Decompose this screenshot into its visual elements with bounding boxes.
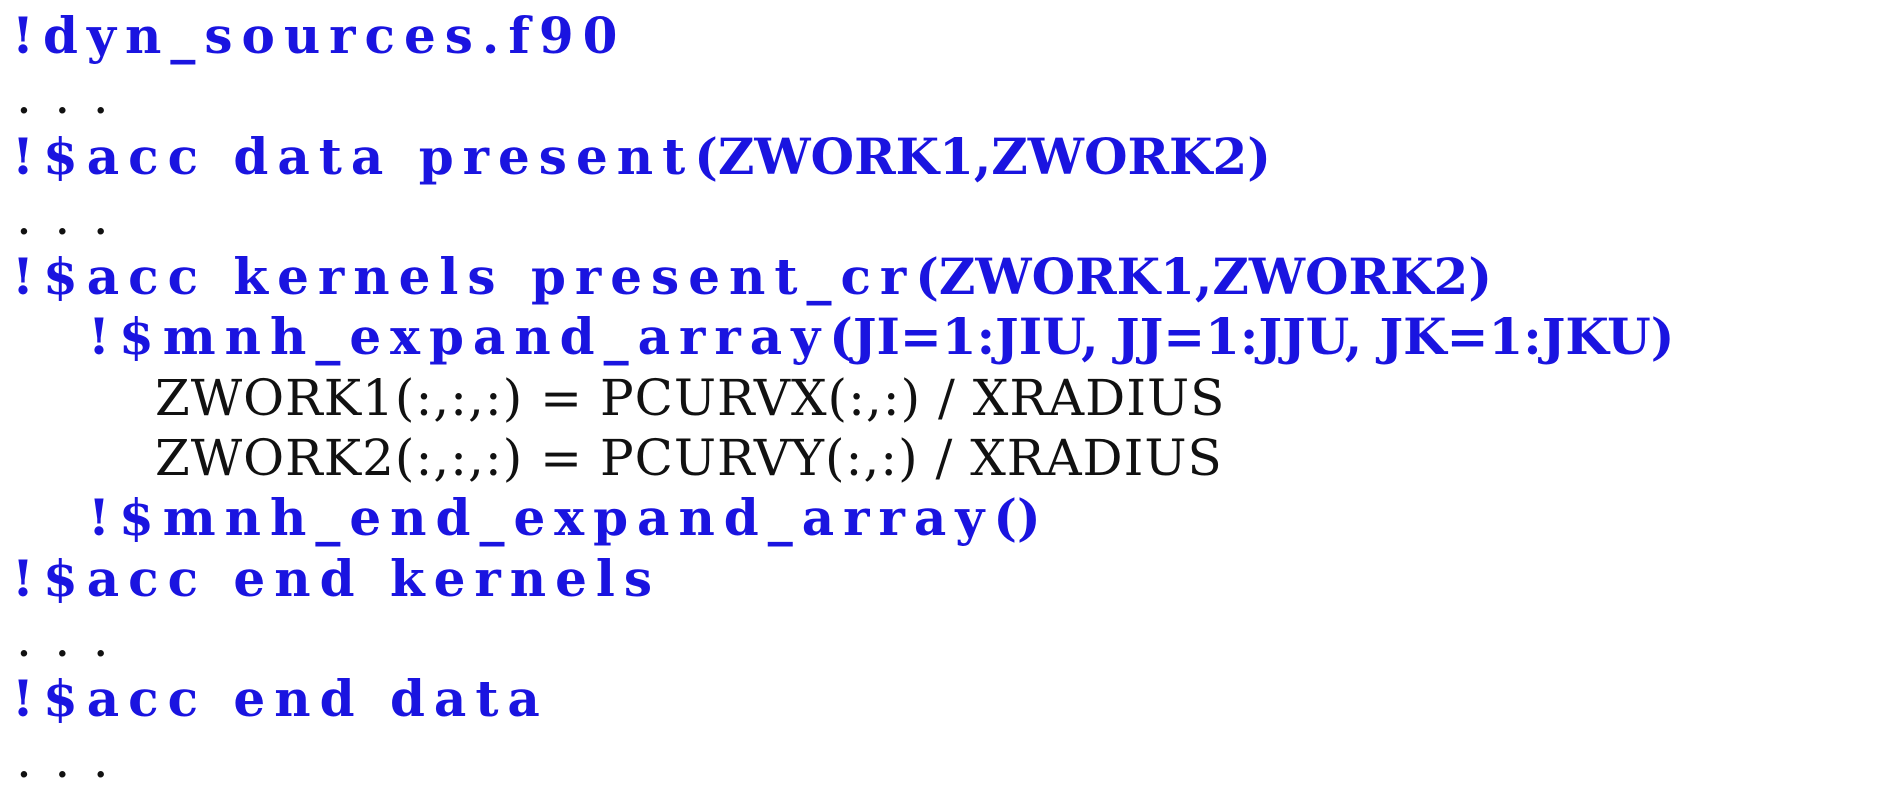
acc-directive: !$acc end kernels — [12, 548, 662, 608]
acc-directive: !$acc kernels present_cr — [12, 247, 916, 307]
directive-args: (ZWORK1,ZWORK2) — [694, 126, 1271, 186]
directive-args: (ZWORK1,ZWORK2) — [915, 247, 1492, 307]
mnh-directive: !$mnh_end_expand_array — [88, 488, 994, 548]
ellipsis: ... — [16, 609, 132, 668]
code-line: ... — [0, 187, 1892, 247]
file-comment: !dyn_sources.f90 — [12, 6, 627, 65]
ellipsis: ... — [16, 187, 132, 246]
code-line: !$acc end data — [0, 669, 1892, 729]
ellipsis: ... — [16, 730, 132, 789]
code-line: ... — [0, 609, 1892, 669]
assignment-statement: ZWORK1(:,:,:) = PCURVX(:,:) / XRADIUS — [155, 368, 1226, 427]
assignment-statement: ZWORK2(:,:,:) = PCURVY(:,:) / XRADIUS — [155, 429, 1223, 488]
code-line: !$acc end kernels — [0, 549, 1892, 609]
code-line: !$acc data present(ZWORK1,ZWORK2) — [0, 127, 1892, 187]
ellipsis: ... — [16, 67, 132, 126]
code-line: ZWORK2(:,:,:) = PCURVY(:,:) / XRADIUS — [0, 428, 1892, 488]
code-line: !dyn_sources.f90 — [0, 6, 1892, 66]
code-line: ZWORK1(:,:,:) = PCURVX(:,:) / XRADIUS — [0, 368, 1892, 428]
acc-directive: !$acc data present — [12, 126, 695, 186]
acc-directive: !$acc end data — [12, 669, 549, 729]
directive-args: (JI=1:JIU, JJ=1:JJU, JK=1:JKU) — [829, 307, 1675, 367]
code-line: !$acc kernels present_cr(ZWORK1,ZWORK2) — [0, 247, 1892, 307]
code-line: !$mnh_expand_array(JI=1:JIU, JJ=1:JJU, J… — [0, 307, 1892, 367]
code-line: !$mnh_end_expand_array() — [0, 488, 1892, 548]
mnh-directive: !$mnh_expand_array — [88, 307, 830, 367]
code-line: ... — [0, 730, 1892, 790]
code-line: ... — [0, 66, 1892, 126]
directive-args: () — [993, 488, 1041, 548]
